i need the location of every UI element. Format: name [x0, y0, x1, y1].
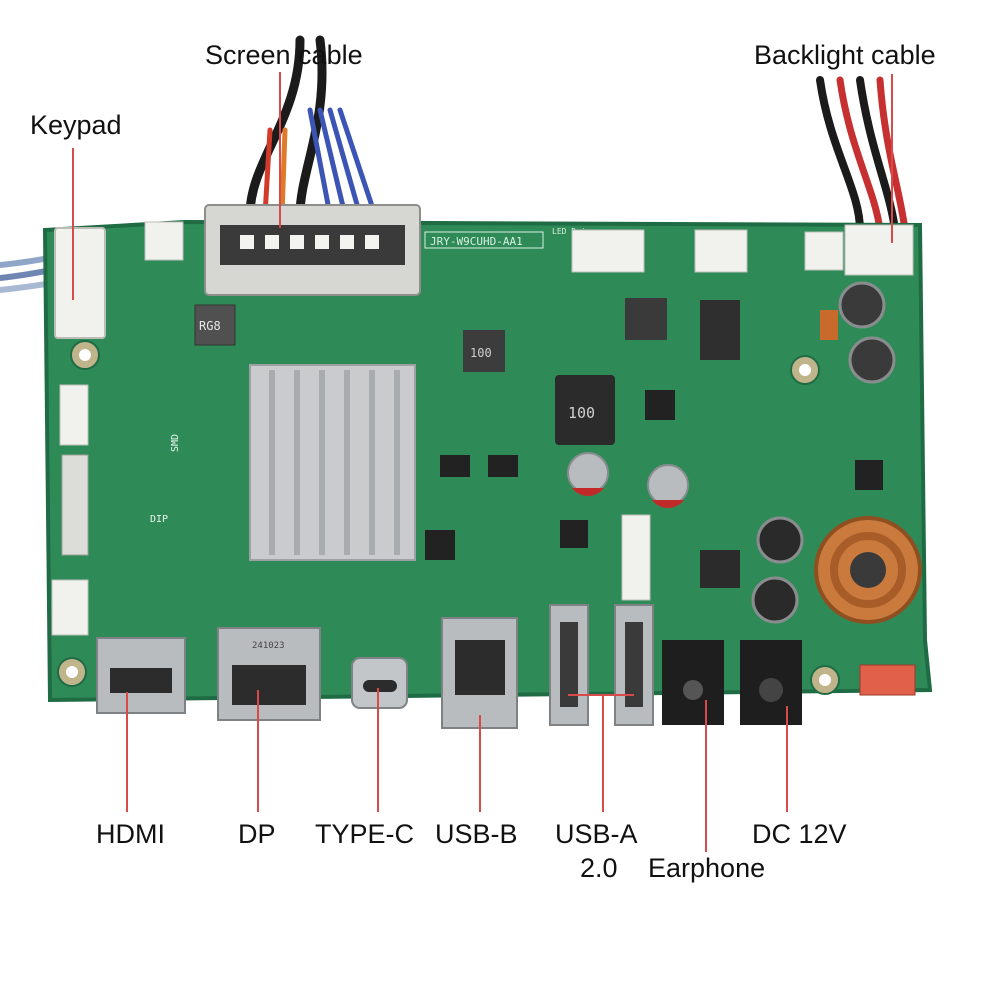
chip [645, 390, 675, 420]
chip [855, 460, 883, 490]
dip-marking: DIP [150, 514, 168, 525]
inductor-small [463, 330, 505, 372]
dp-port: 241023 VGA [217, 627, 321, 721]
capacitor [756, 516, 804, 564]
chip [560, 520, 588, 548]
hdmi-port [96, 637, 186, 714]
screen-cable-wires [245, 35, 378, 220]
chip [440, 455, 470, 477]
usb-a-version-label: 2.0 [580, 853, 618, 883]
type-c-port [351, 657, 408, 709]
screen-cable-label: Screen cable [205, 40, 363, 70]
pointer-lines [72, 72, 893, 852]
keypad-connector [54, 227, 106, 339]
model-marking: JRY-W9CUHD-AA1 [430, 235, 523, 248]
earphone-jack [662, 640, 724, 725]
side-connector [621, 514, 651, 601]
capacitor [848, 336, 896, 384]
capacitor [838, 281, 886, 329]
dc-12v-label: DC 12V [752, 819, 847, 849]
chip [625, 298, 667, 340]
side-connector [51, 579, 89, 636]
top-connector [144, 221, 184, 261]
dp-marking: 241023 [252, 641, 285, 651]
top-connector [804, 231, 844, 271]
earphone-label: Earphone [648, 853, 766, 883]
top-connector [571, 229, 645, 273]
chip [700, 550, 740, 588]
smd-marking: SMD [170, 434, 181, 452]
inductor-small-marking: 100 [470, 346, 492, 360]
inductor-big-marking: 100 [568, 404, 595, 422]
backlight-cable-label: Backlight cable [754, 40, 936, 70]
side-connector [61, 454, 89, 556]
usb-a-port-2 [614, 604, 654, 726]
side-connector [59, 384, 89, 446]
capacitor-tantalum [820, 310, 838, 340]
hdmi-label: HDMI [96, 819, 165, 849]
backlight-connector [844, 224, 914, 276]
capacitor [647, 464, 689, 506]
chip [488, 455, 518, 477]
type-c-label: TYPE-C [315, 819, 415, 849]
dp-label: DP [238, 819, 276, 849]
vga-marking: VGA [256, 705, 273, 715]
usb-a-label: USB-A [555, 819, 638, 849]
keypad-label: Keypad [30, 110, 122, 140]
power-connector [859, 664, 916, 696]
dc-jack [740, 640, 802, 725]
rg8-marking: RG8 [199, 319, 221, 333]
usb-b-label: USB-B [435, 819, 518, 849]
inductor-big [555, 375, 615, 445]
chip [425, 530, 455, 560]
rg8-chip [194, 304, 236, 346]
usb-b-port [441, 617, 518, 729]
top-connector [694, 229, 748, 273]
chip [700, 300, 740, 360]
capacitor [567, 452, 609, 494]
capacitor [751, 576, 799, 624]
usb-a-port-1 [549, 604, 589, 726]
heatsink [249, 364, 416, 561]
